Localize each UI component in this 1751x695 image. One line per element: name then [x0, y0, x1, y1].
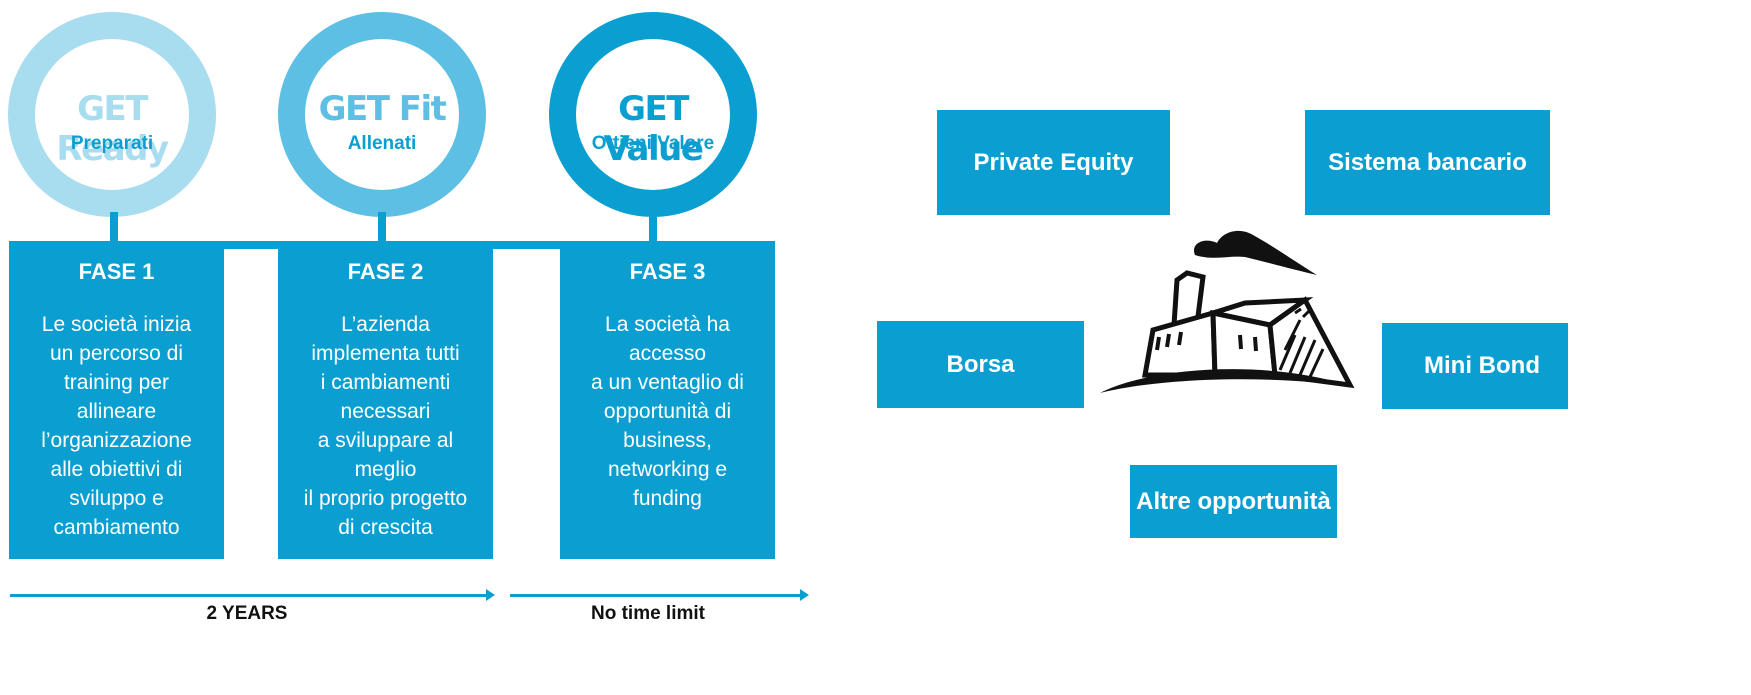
ring-get-value: GET Value Ottieni Valore	[549, 12, 757, 217]
phase-line: a sviluppare al	[317, 429, 454, 452]
phase-line: opportunità di	[603, 400, 732, 423]
stem-2	[378, 212, 386, 244]
phase-title: FASE 3	[629, 259, 706, 284]
stem-3	[649, 212, 657, 244]
phase-line: implementa tutti	[311, 342, 460, 365]
ring-get-value-title: GET Value	[603, 89, 704, 169]
phase-box-1: FASE 1 Le società inizia un percorso di …	[9, 241, 224, 559]
phase-line: La società ha	[605, 313, 730, 336]
ring-get-value-subtitle: Ottieni Valore	[591, 133, 715, 154]
phase-title: FASE 1	[78, 259, 155, 284]
timeline-label-1: 2 YEARS	[206, 603, 288, 624]
phase-line: a un ventaglio di	[591, 371, 744, 394]
option-altre-opportunita: Altre opportunità	[1130, 465, 1337, 538]
phase-line: Le società inizia	[41, 313, 192, 336]
option-mini-bond: Mini Bond	[1382, 323, 1568, 409]
ring-get-fit-subtitle: Allenati	[347, 133, 417, 154]
phase-line: alle obiettivi di	[50, 458, 183, 481]
timeline-label-2: No time limit	[590, 603, 705, 624]
phase-description: Le società inizia un percorso di trainin…	[9, 310, 224, 542]
phase-line: i cambiamenti	[320, 371, 451, 394]
phase-line: networking e	[607, 458, 728, 481]
phase-title: FASE 2	[347, 259, 424, 284]
option-sistema-bancario: Sistema bancario	[1305, 110, 1550, 215]
option-borsa: Borsa	[877, 321, 1084, 408]
phase-line: l’organizzazione	[41, 429, 192, 452]
arrow-head-icon	[486, 589, 495, 601]
factory-icon	[1100, 230, 1355, 393]
ring-get-fit-title: GET Fit	[318, 89, 447, 129]
arrow-head-icon	[800, 589, 809, 601]
phase-description: La società ha accesso a un ventaglio di …	[560, 310, 775, 513]
phase-line: cambiamento	[53, 516, 180, 539]
timeline-arrow-2	[510, 594, 802, 597]
phase-line: allineare	[76, 400, 157, 423]
phase-line: business,	[623, 429, 712, 452]
phase-box-3: FASE 3 La società ha accesso a un ventag…	[560, 241, 775, 559]
phase-line: accesso	[628, 342, 707, 365]
ring-get-ready-subtitle: Preparati	[70, 133, 154, 154]
timeline-arrow-1	[10, 594, 488, 597]
option-private-equity: Private Equity	[937, 110, 1170, 215]
ring-get-ready: GET Ready Preparati	[8, 12, 216, 217]
phase-line: L’azienda	[341, 313, 430, 336]
phase-line: training per	[63, 371, 170, 394]
stem-1	[110, 212, 118, 244]
ring-get-ready-title: GET Ready	[56, 89, 169, 169]
phase-box-2: FASE 2 L’azienda implementa tutti i camb…	[278, 241, 493, 559]
phase-line: di crescita	[338, 516, 433, 539]
phase-line: funding	[633, 487, 702, 510]
phase-line: un percorso di	[49, 342, 184, 365]
phase-line: il proprio progetto	[303, 487, 468, 510]
ring-get-fit: GET Fit Allenati	[278, 12, 486, 217]
phase-description: L’azienda implementa tutti i cambiamenti…	[278, 310, 493, 542]
phase-line: meglio	[354, 458, 417, 481]
phase-line: sviluppo e	[69, 487, 164, 510]
phase-line: necessari	[340, 400, 431, 423]
